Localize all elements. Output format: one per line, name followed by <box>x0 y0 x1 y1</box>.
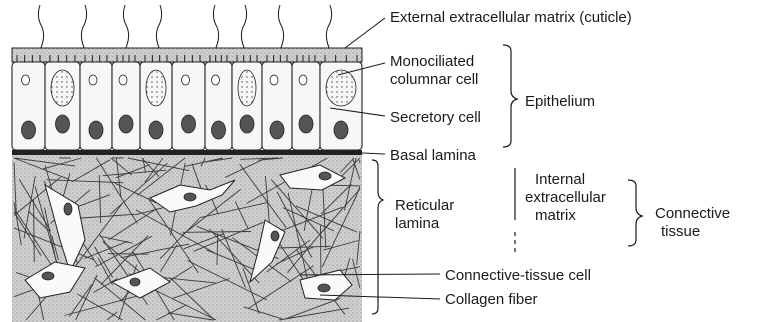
collagen-fiber <box>108 254 149 255</box>
label-reticular-2: lamina <box>395 215 440 232</box>
cell-nucleus <box>182 115 196 133</box>
label-secretory: Secretory cell <box>390 109 481 126</box>
label-internal-1: Internal <box>535 171 585 188</box>
label-connective-1: Connective <box>655 205 730 222</box>
label-monociliated-2: columnar cell <box>390 71 478 88</box>
cell-nucleus <box>56 115 70 133</box>
label-connective-2: tissue <box>661 223 700 240</box>
label-epithelium: Epithelium <box>525 93 595 110</box>
epithelium-cells <box>12 55 362 150</box>
basal-lamina <box>12 150 362 155</box>
cell-vesicle <box>89 75 97 85</box>
cell-nucleus <box>299 115 313 133</box>
collagen-fiber <box>360 160 361 163</box>
cilia <box>38 5 331 50</box>
secretory-granules <box>326 70 356 106</box>
label-reticular-1: Reticular <box>395 197 454 214</box>
label-internal-3: matrix <box>535 207 576 224</box>
label-basal-lamina: Basal lamina <box>390 147 477 164</box>
secretory-granules <box>146 70 166 106</box>
cell-nucleus <box>149 121 163 139</box>
cell-vesicle <box>299 75 307 85</box>
cell-vesicle <box>182 75 190 85</box>
cell-nucleus <box>89 121 103 139</box>
cell-vesicle <box>119 75 127 85</box>
cell-nucleus <box>334 121 348 139</box>
label-collagen: Collagen fiber <box>445 291 538 308</box>
secretory-granules <box>51 70 74 106</box>
cell-nucleus <box>119 115 133 133</box>
cell-nucleus <box>212 121 226 139</box>
epithelial-cell <box>172 62 205 150</box>
cell-nucleus <box>270 121 284 139</box>
cell-vesicle <box>270 75 278 85</box>
cell-nucleus <box>22 121 36 139</box>
cell-vesicle <box>212 75 220 85</box>
epithelial-cell <box>292 62 320 150</box>
label-monociliated-1: Monociliated <box>390 53 474 70</box>
epithelial-cell <box>112 62 140 150</box>
cell-nucleus <box>240 115 254 133</box>
label-ct-cell: Connective-tissue cell <box>445 267 591 284</box>
secretory-granules <box>238 70 256 106</box>
label-internal-2: extracellular <box>525 189 606 206</box>
cell-vesicle <box>22 75 30 85</box>
label-cuticle: External extracellular matrix (cuticle) <box>390 9 632 26</box>
